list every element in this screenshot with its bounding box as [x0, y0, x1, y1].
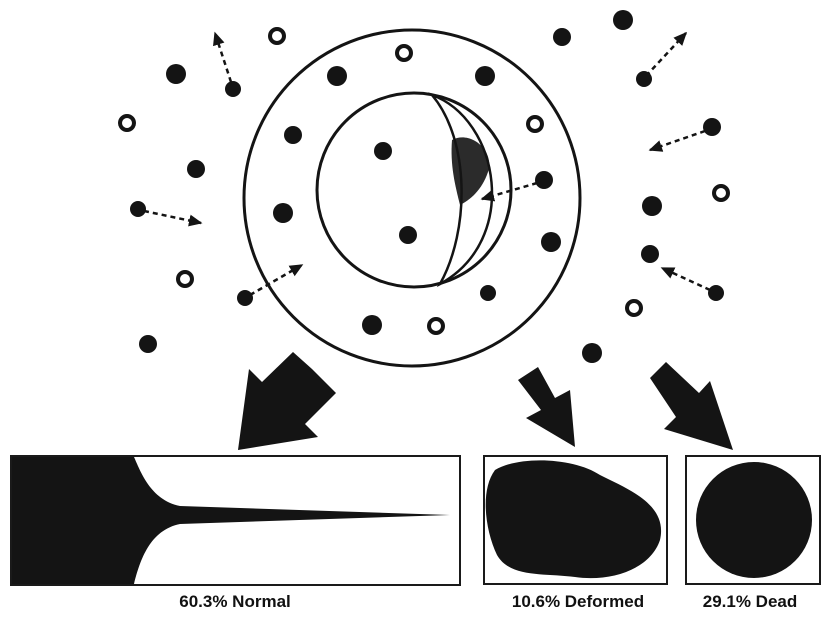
particle-dot	[708, 285, 724, 301]
particle-dot	[327, 66, 347, 86]
outer-cell-ring	[244, 30, 580, 366]
particle-dot	[582, 343, 602, 363]
particle-dot	[237, 290, 253, 306]
normal-panel	[11, 456, 460, 585]
dead-outcome-label: 29.1% Dead	[682, 592, 818, 612]
particle-dot	[641, 245, 659, 263]
particle-dot	[139, 335, 157, 353]
motion-arrow	[662, 268, 710, 290]
dead-circle	[696, 462, 812, 578]
particle-dot	[399, 226, 417, 244]
particle-dot	[374, 142, 392, 160]
particle-ring	[270, 29, 284, 43]
particle-dot	[553, 28, 571, 46]
particle-ring	[120, 116, 134, 130]
motion-arrow	[646, 33, 686, 76]
particle-ring	[528, 117, 542, 131]
particle-dot	[166, 64, 186, 84]
particle-ring	[178, 272, 192, 286]
particle-dot	[362, 315, 382, 335]
motion-arrows	[144, 33, 710, 295]
motion-arrow	[650, 131, 705, 150]
particle-dot	[613, 10, 633, 30]
particle-dot	[480, 285, 496, 301]
motion-arrow	[250, 265, 302, 295]
particle-dot	[273, 203, 293, 223]
particle-dot	[475, 66, 495, 86]
motion-arrow	[144, 211, 201, 223]
particle-ring	[714, 186, 728, 200]
particle-ring	[429, 319, 443, 333]
particle-dot	[284, 126, 302, 144]
deformed-outcome-label: 10.6% Deformed	[478, 592, 678, 612]
particle-dot	[541, 232, 561, 252]
particle-dot	[535, 171, 553, 189]
particle-ring	[397, 46, 411, 60]
particle-ring	[627, 301, 641, 315]
particle-dot	[642, 196, 662, 216]
inner-nucleus	[317, 93, 511, 287]
deformed-panel	[484, 456, 667, 584]
particle-dot	[703, 118, 721, 136]
arrow-to-deformed	[518, 367, 575, 447]
particle-dot	[187, 160, 205, 178]
particle-dot	[225, 81, 241, 97]
normal-outcome-label: 60.3% Normal	[110, 592, 360, 612]
dead-panel	[686, 456, 820, 584]
outcome-arrows	[238, 352, 733, 450]
motion-arrow	[215, 33, 231, 82]
arrow-to-dead	[650, 362, 733, 450]
arrow-to-normal	[238, 352, 336, 450]
particle-dot	[130, 201, 146, 217]
